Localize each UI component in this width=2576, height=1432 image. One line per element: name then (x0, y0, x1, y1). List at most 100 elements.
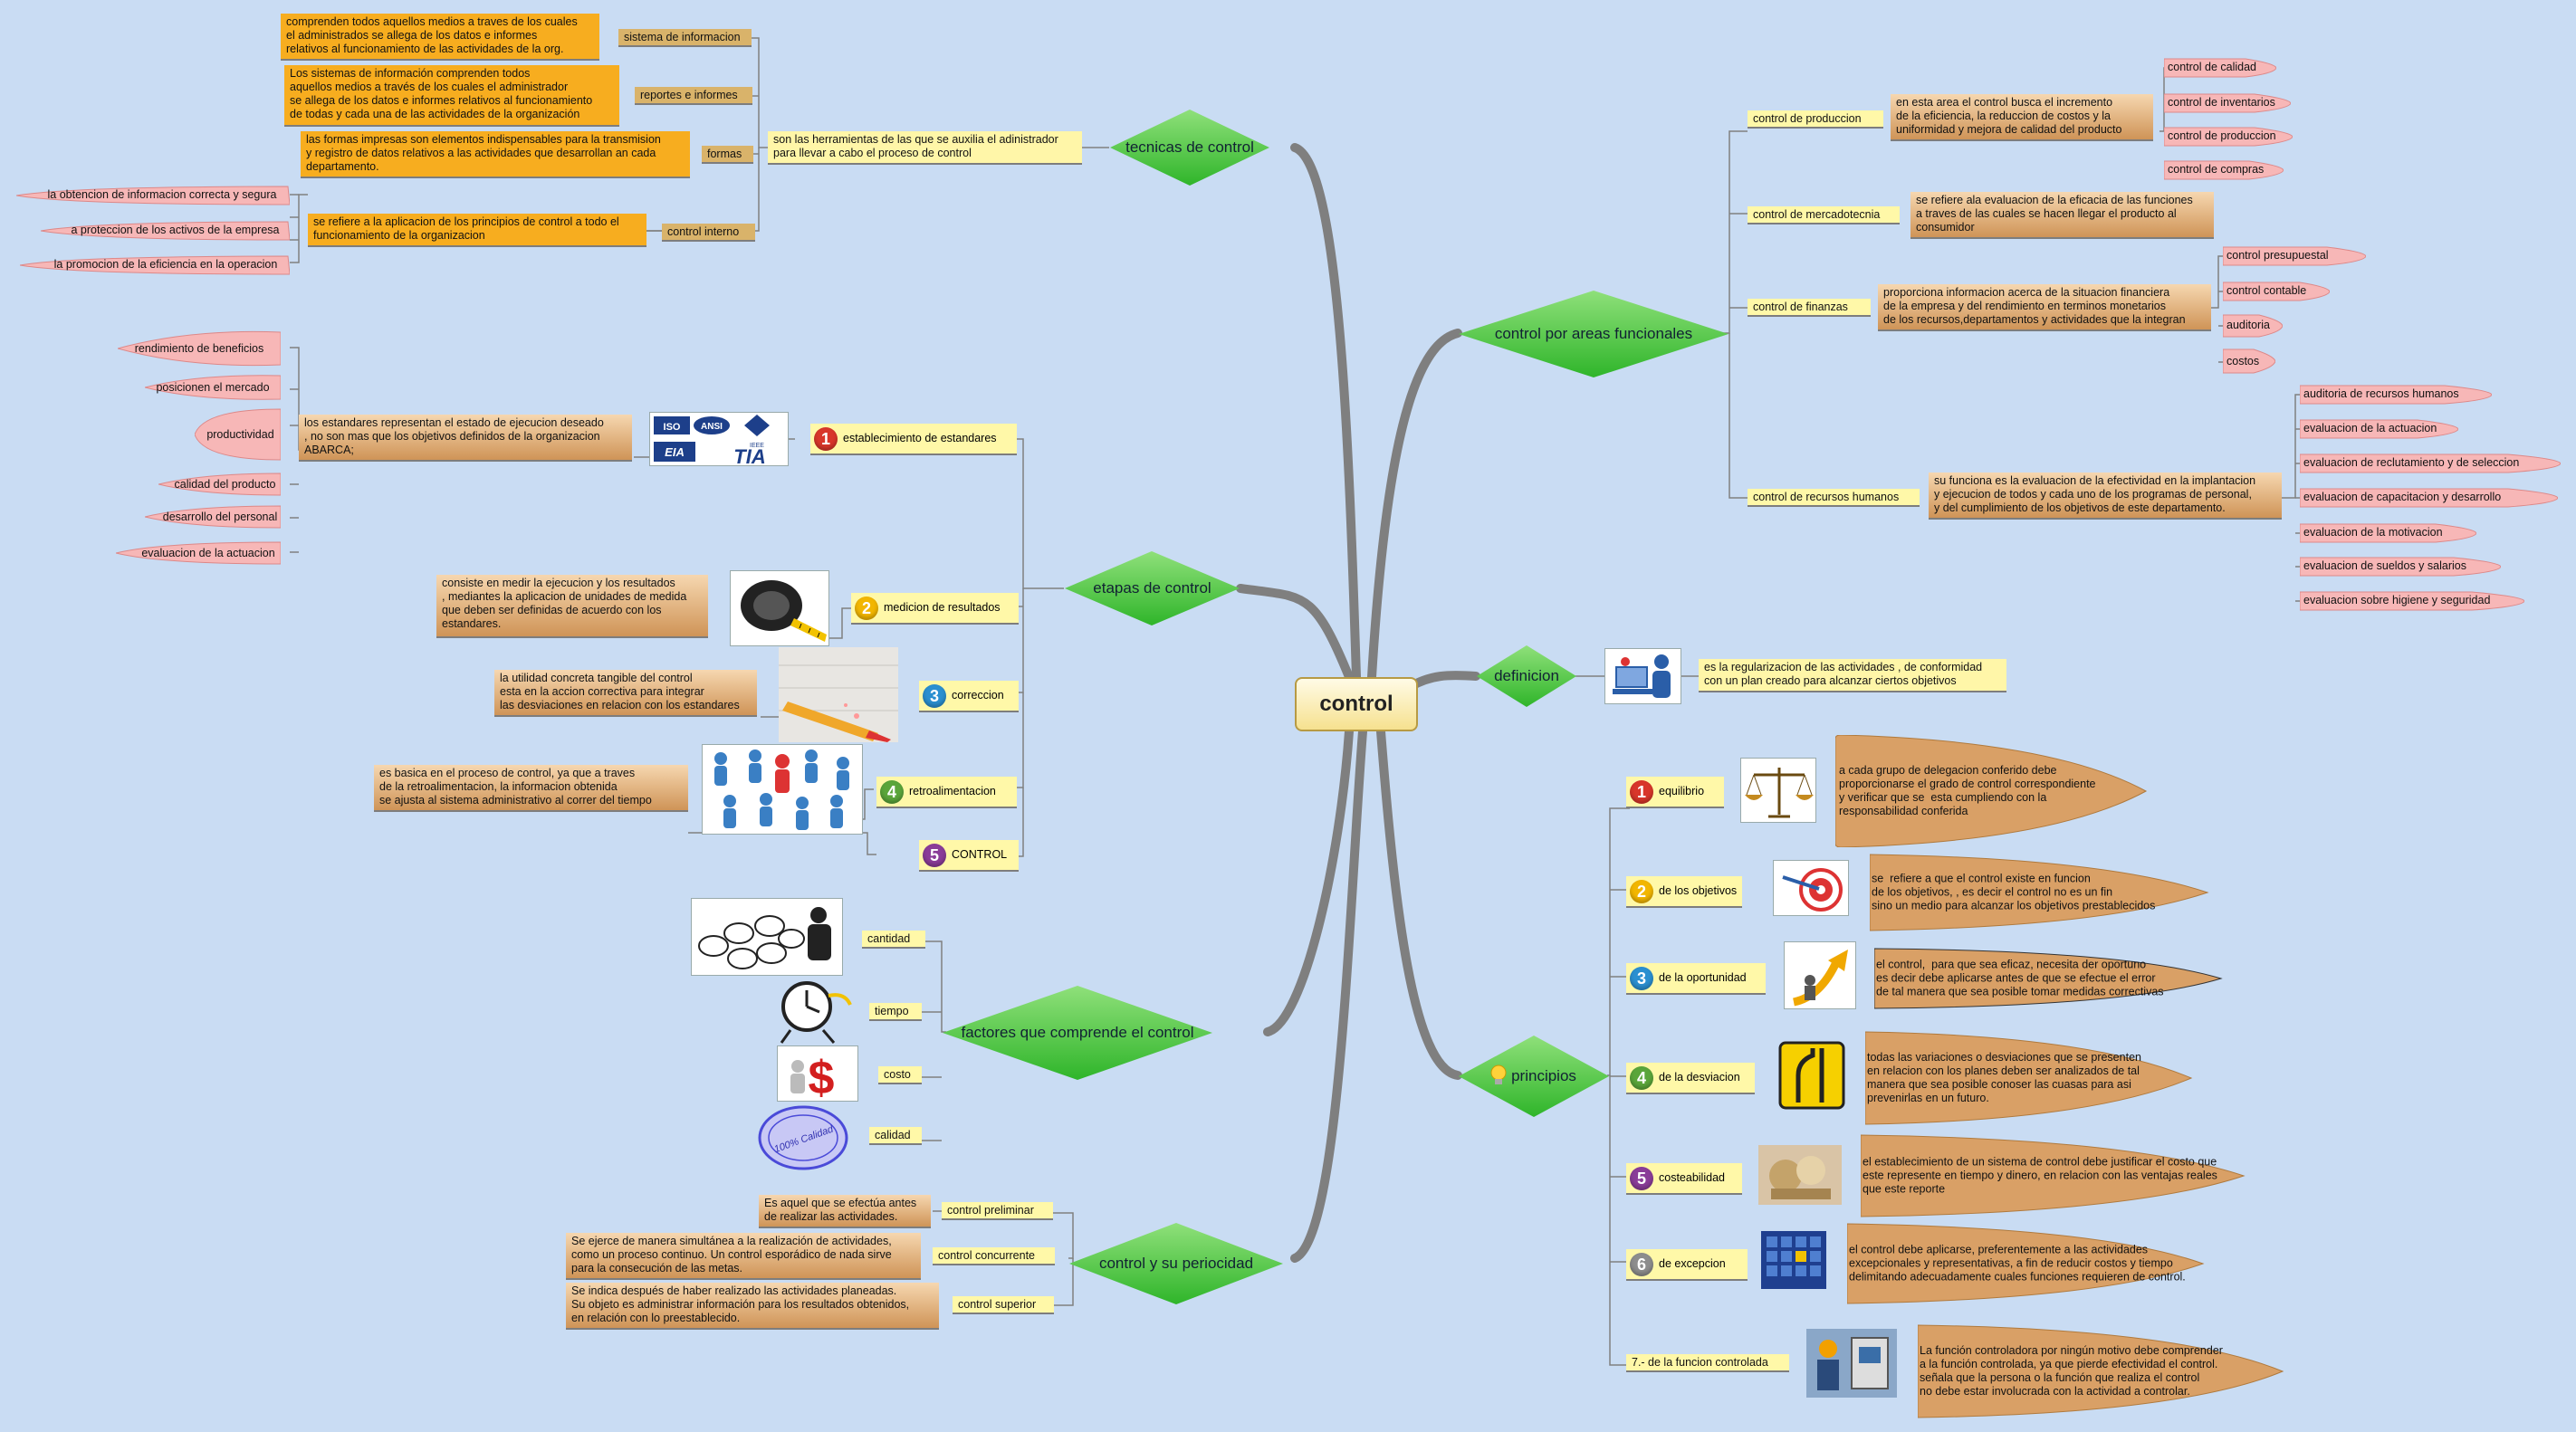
principio-3-text: el control, para que sea eficaz, necesit… (1874, 947, 2223, 1010)
deviation-sign-image (1776, 1039, 1847, 1112)
number-badge-6: 6 (1630, 1252, 1653, 1276)
rh-leaf-reclutamiento: evaluacion de reclutamiento y de selecci… (2300, 453, 2561, 473)
periodo-note-preliminar: Es aquel que se efectúa antes de realiza… (759, 1195, 931, 1228)
periodo-note-concurrente: Se ejerce de manera simultánea a la real… (566, 1233, 921, 1280)
area-label-finanzas[interactable]: control de finanzas (1748, 299, 1871, 317)
number-badge-2: 2 (855, 596, 878, 620)
diamond-shape (1459, 291, 1729, 377)
branch-control-y-su-periocidad[interactable]: control y su periocidad (1068, 1222, 1284, 1305)
periodo-label-concurrente[interactable]: control concurrente (933, 1247, 1055, 1265)
branch-definicion[interactable]: definicion (1476, 644, 1577, 708)
quality-seal-image: 100% Calidad (756, 1104, 851, 1171)
tecnica-note-formas: las formas impresas son elementos indisp… (301, 131, 690, 178)
branch-title: definicion (1494, 667, 1559, 684)
branch-title: tecnicas de control (1125, 138, 1254, 156)
balance-scale-image (1740, 758, 1816, 823)
number-badge-5: 5 (1630, 1166, 1653, 1190)
etapa-4-note: es basica en el proceso de control, ya q… (374, 765, 688, 812)
tecnica-note-sistema-de-informacion: comprenden todos aquellos medios a trave… (281, 14, 599, 61)
opportunity-arrow-image (1784, 941, 1856, 1009)
standard-leaf-productividad: productividad (195, 407, 281, 462)
internal-leaf-1: la obtencion de informacion correcta y s… (16, 186, 290, 205)
rh-leaf-sueldos: evaluacion de sueldos y salarios (2300, 557, 2501, 577)
diamond-shape (943, 986, 1212, 1080)
principio-5-text: el establecimiento de un sistema de cont… (1861, 1133, 2246, 1218)
factor-cantidad[interactable]: cantidad (862, 931, 925, 949)
exception-image (1761, 1231, 1826, 1289)
branch-tecnicas-de-control[interactable]: tecnicas de control (1109, 109, 1270, 186)
branch-title: etapas de control (1093, 579, 1211, 597)
area-leaf-control-de-inventarios: control de inventarios (2164, 93, 2291, 113)
branch-etapas-de-control[interactable]: etapas de control (1064, 550, 1240, 626)
branch-title: factores que comprende el control (961, 1024, 1194, 1041)
tecnica-label-formas[interactable]: formas (702, 146, 753, 164)
area-leaf-control-presupuestal: control presupuestal (2223, 246, 2366, 266)
area-note-recursos-humanos: su funciona es la evaluacion de la efect… (1929, 473, 2282, 520)
factor-costo[interactable]: costo (878, 1066, 922, 1084)
principio-7-de-la-funcion-controlada[interactable]: 7.- de la funcion controlada (1626, 1354, 1789, 1372)
tecnica-label-reportes-e-informes[interactable]: reportes e informes (635, 87, 752, 105)
svg-text:ANSI: ANSI (701, 422, 723, 432)
area-leaf-costos: costos (2223, 348, 2275, 374)
control-operator-image (1806, 1329, 1897, 1398)
tape-measure-image (730, 570, 829, 646)
svg-text:TIA: TIA (733, 445, 765, 466)
pencil-eraser-image (779, 647, 898, 742)
number-badge-3: 3 (923, 683, 946, 708)
time-clock-image (772, 978, 854, 1045)
branch-control-por-areas-funcionales[interactable]: control por areas funcionales (1458, 290, 1729, 378)
tecnica-note-control-interno: se refiere a la aplicacion de los princi… (308, 214, 646, 247)
periodo-label-preliminar[interactable]: control preliminar (942, 1202, 1053, 1220)
number-badge-1: 1 (814, 426, 838, 451)
internal-leaf-3: la promocion de la eficiencia en la oper… (20, 255, 290, 275)
tecnica-label-control-interno[interactable]: control interno (662, 224, 755, 242)
area-leaf-control-de-produccion: control de produccion (2164, 127, 2293, 147)
svg-text:ISO: ISO (664, 422, 681, 433)
principio-4-text: todas las variaciones o desviaciones que… (1865, 1030, 2193, 1126)
area-label-produccion[interactable]: control de produccion (1748, 110, 1883, 129)
periodo-label-superior[interactable]: control superior (953, 1296, 1054, 1314)
area-leaf-control-de-calidad: control de calidad (2164, 58, 2276, 78)
diamond-shape (1065, 551, 1240, 625)
central-topic[interactable]: control (1295, 677, 1418, 731)
etapa-3-note: la utilidad concreta tangible del contro… (494, 670, 757, 717)
diamond-shape (1069, 1223, 1283, 1304)
branch-principios[interactable]: principios (1458, 1035, 1610, 1118)
principio-2-text: se refiere a que el control existe en fu… (1870, 853, 2209, 932)
branch-factores-que-comprende-el-control[interactable]: factores que comprende el control (942, 985, 1213, 1081)
number-badge-4: 4 (880, 779, 904, 804)
diamond-shape (1459, 1036, 1609, 1117)
principio-1-text: a cada grupo de delegacion conferido deb… (1835, 735, 2148, 847)
standard-leaf-mercado: posicionen el mercado (145, 374, 281, 401)
factor-tiempo[interactable]: tiempo (869, 1003, 922, 1021)
tecnica-label-sistema-de-informacion[interactable]: sistema de informacion (618, 29, 752, 47)
definition-computer-image (1604, 648, 1681, 704)
tecnicas-description: son las herramientas de las que se auxil… (768, 131, 1082, 165)
rh-leaf-auditoria: auditoria de recursos humanos (2300, 385, 2492, 405)
standard-leaf-evaluacion: evaluacion de la actuacion (116, 541, 281, 565)
factor-calidad[interactable]: calidad (869, 1127, 922, 1145)
svg-text:IEEE: IEEE (750, 443, 764, 449)
number-badge-5: 5 (923, 843, 946, 867)
periodo-note-superior: Se indica después de haber realizado las… (566, 1283, 939, 1330)
people-network-image (702, 744, 863, 835)
rh-leaf-capacitacion: evaluacion de capacitacion y desarrollo (2300, 488, 2558, 508)
etapa-2-note: consiste en medir la ejecucion y los res… (436, 575, 708, 638)
area-label-mercadotecnia[interactable]: control de mercadotecnia (1748, 206, 1900, 224)
principio-6-text: el control debe aplicarse, preferentemen… (1847, 1222, 2205, 1305)
area-label-recursos-humanos[interactable]: control de recursos humanos (1748, 489, 1920, 507)
branch-title: principios (1511, 1067, 1576, 1084)
number-badge-3: 3 (1630, 966, 1653, 990)
